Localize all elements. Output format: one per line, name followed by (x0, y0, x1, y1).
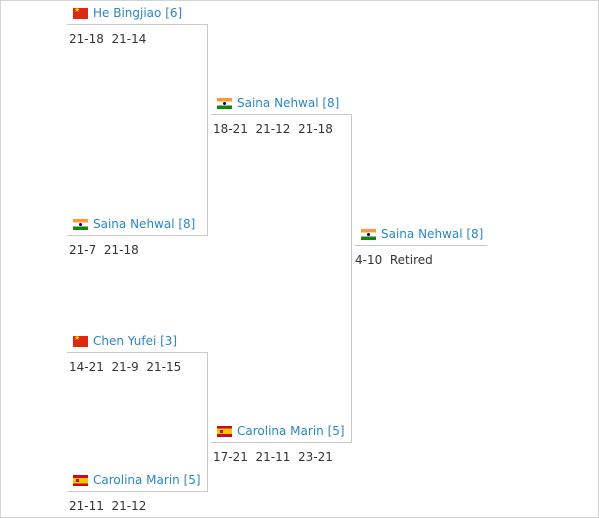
spain-flag-icon (73, 474, 88, 486)
player-link[interactable]: Carolina Marin [5] (237, 424, 345, 438)
spain-flag-icon (217, 425, 232, 437)
bracket-connector (207, 24, 208, 236)
final-entry: Saina Nehwal [8] (355, 223, 487, 246)
bracket-connector (351, 114, 352, 443)
round2-entry-2: Carolina Marin [5] (211, 420, 351, 443)
match-score: 17-21 21-11 23-21 (213, 450, 333, 464)
player-link[interactable]: He Bingjiao [6] (93, 6, 183, 20)
match-score: 21-7 21-18 (69, 243, 139, 257)
match-score: 4-10 Retired (355, 253, 433, 267)
player-link[interactable]: Carolina Marin [5] (93, 473, 201, 487)
player-link[interactable]: Chen Yufei [3] (93, 334, 178, 348)
bracket-connector (207, 352, 208, 492)
india-flag-icon (217, 97, 232, 109)
match-score: 14-21 21-9 21-15 (69, 360, 182, 374)
match-score: 21-11 21-12 (69, 499, 147, 513)
match-score: 18-21 21-12 21-18 (213, 122, 333, 136)
round1-entry-3: ★ Chen Yufei [3] (67, 330, 207, 353)
china-flag-icon: ★ (73, 6, 88, 19)
round2-entry-1: Saina Nehwal [8] (211, 92, 351, 115)
india-flag-icon (73, 218, 88, 230)
player-link[interactable]: Saina Nehwal [8] (93, 217, 196, 231)
player-link[interactable]: Saina Nehwal [8] (237, 96, 340, 110)
round1-entry-4: Carolina Marin [5] (67, 469, 207, 492)
player-link[interactable]: Saina Nehwal [8] (381, 227, 484, 241)
india-flag-icon (361, 228, 376, 240)
round1-entry-2: Saina Nehwal [8] (67, 213, 207, 236)
match-score: 21-18 21-14 (69, 32, 147, 46)
china-flag-icon: ★ (73, 334, 88, 347)
round1-entry-1: ★ He Bingjiao [6] (67, 2, 207, 25)
